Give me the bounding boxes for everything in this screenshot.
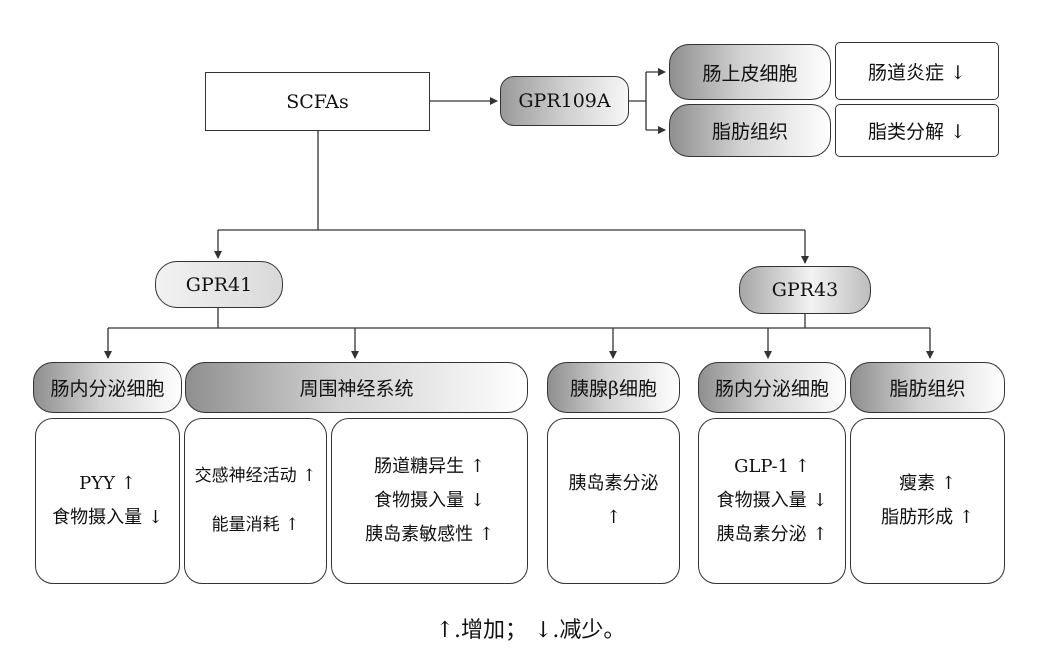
effect-box-beta-cell: 胰岛素分泌 ↑ bbox=[547, 418, 680, 584]
effect-gluconeogenesis: 肠道糖异生 ↑ bbox=[374, 455, 485, 477]
node-peripheral-nervous: 周围神经系统 bbox=[185, 362, 528, 413]
effect-adipogenesis: 脂肪形成 ↑ bbox=[881, 507, 974, 528]
effect-energy: 能量消耗 ↑ bbox=[211, 515, 300, 535]
effect-food-intake-3: 食物摄入量 ↓ bbox=[716, 489, 828, 511]
node-beta-cell: 胰腺β细胞 bbox=[547, 362, 680, 413]
node-scfas: SCFAs bbox=[205, 72, 430, 131]
effect-box-adipose: 瘦素 ↑ 脂肪形成 ↑ bbox=[850, 418, 1005, 584]
effect-box-enteroendocrine-2: GLP-1 ↑ 食物摄入量 ↓ 胰岛素分泌 ↑ bbox=[698, 418, 846, 584]
effect-pyy: PYY ↑ bbox=[79, 472, 136, 494]
effect-box-enteroendocrine-1: PYY ↑ 食物摄入量 ↓ bbox=[35, 418, 180, 584]
legend: ↑.增加； ↓.减少。 bbox=[435, 618, 626, 643]
effect-food-intake-1: 食物摄入量 ↓ bbox=[52, 507, 163, 528]
effect-glp1: GLP-1 ↑ bbox=[734, 455, 810, 477]
node-adipose-bottom: 脂肪组织 bbox=[850, 362, 1005, 413]
node-gpr109a: GPR109A bbox=[500, 76, 629, 126]
node-enteroendocrine-2: 肠内分泌细胞 bbox=[698, 362, 846, 413]
effect-leptin: 瘦素 ↑ bbox=[899, 472, 956, 494]
node-adipose-top: 脂肪组织 bbox=[669, 104, 831, 157]
effect-box-gut: 肠道糖异生 ↑ 食物摄入量 ↓ 胰岛素敏感性 ↑ bbox=[331, 418, 528, 584]
effect-food-intake-2: 食物摄入量 ↓ bbox=[374, 489, 485, 511]
effect-insulin-secretion-1: 胰岛素分泌 bbox=[568, 472, 659, 494]
effect-sympathetic: 交感神经活动 ↑ bbox=[194, 465, 317, 486]
node-enteroendocrine-1: 肠内分泌细胞 bbox=[33, 362, 182, 413]
node-lipolysis: 脂类分解 ↓ bbox=[835, 104, 999, 157]
effect-insulin-sensitivity: 胰岛素敏感性 ↑ bbox=[365, 524, 494, 546]
node-gpr41: GPR41 bbox=[155, 261, 283, 308]
node-gpr43: GPR43 bbox=[739, 266, 871, 314]
effect-insulin-secretion-2: 胰岛素分泌 ↑ bbox=[716, 524, 828, 546]
effect-insulin-secretion-1-arrow: ↑ bbox=[605, 507, 622, 528]
effect-box-sympathetic: 交感神经活动 ↑ 能量消耗 ↑ bbox=[184, 418, 327, 584]
node-gut-inflammation: 肠道炎症 ↓ bbox=[835, 42, 999, 100]
node-intestinal-epithelium: 肠上皮细胞 bbox=[669, 44, 831, 100]
